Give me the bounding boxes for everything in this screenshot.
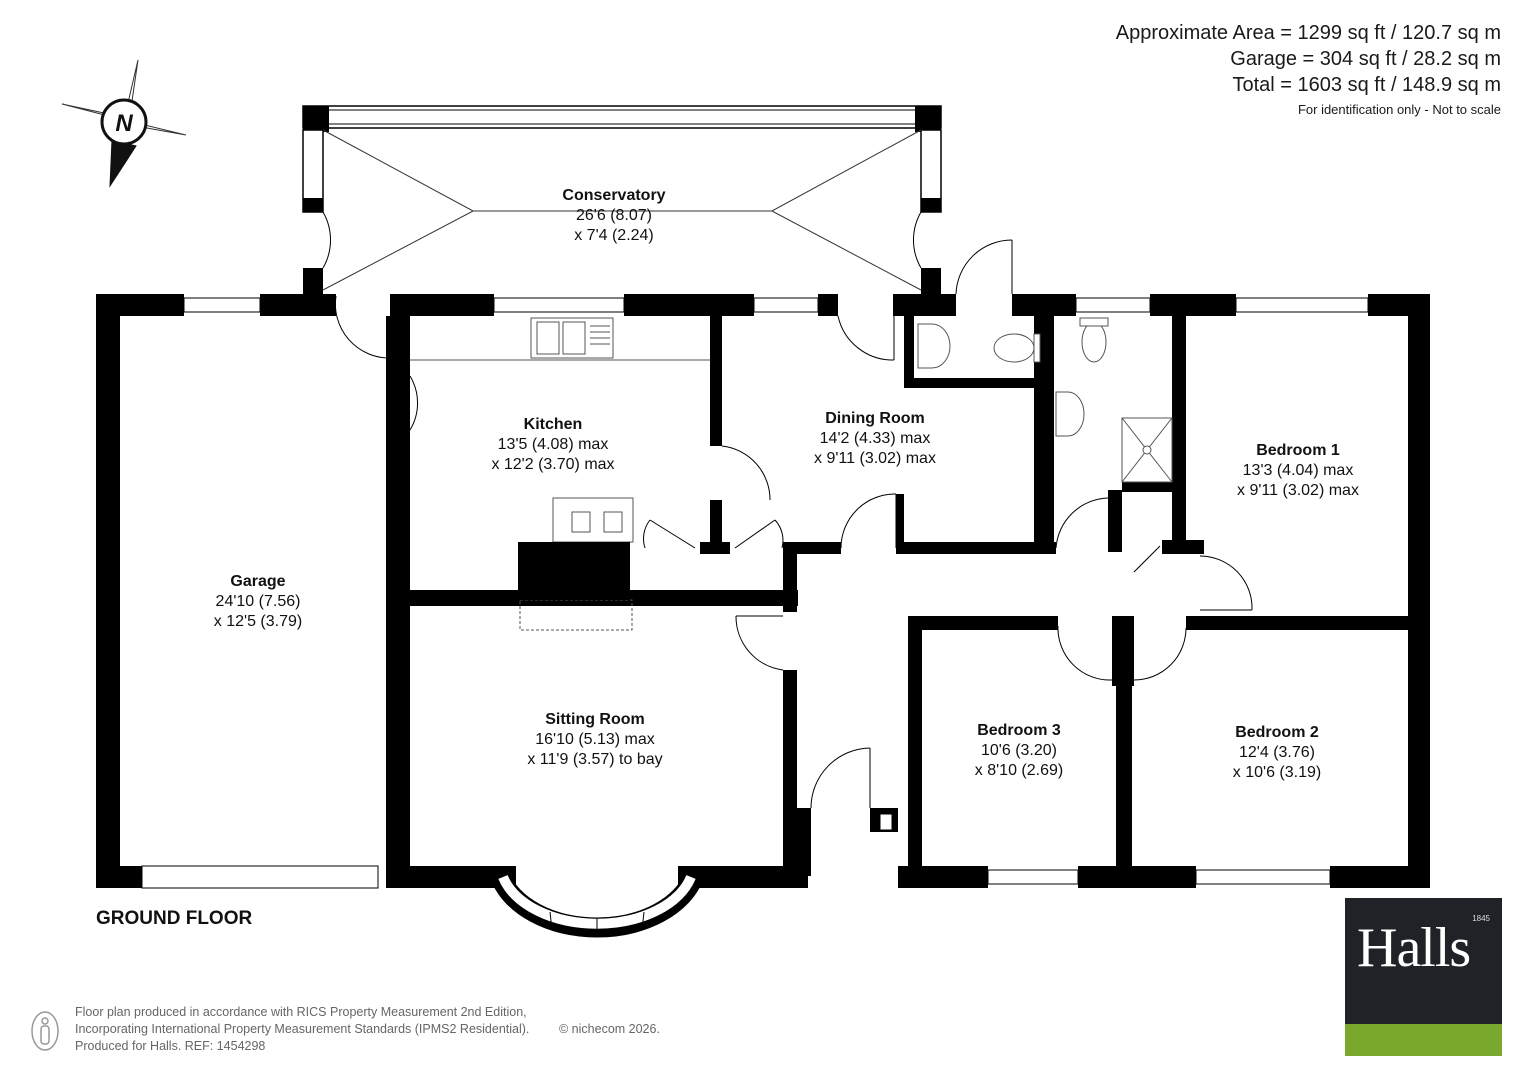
footer-copyright: © nichecom 2026. bbox=[559, 1022, 660, 1036]
person-icon bbox=[31, 1011, 59, 1051]
bedroom2-dim2: x 10'6 (3.19) bbox=[1233, 764, 1321, 781]
bedroom3-dim1: 10'6 (3.20) bbox=[981, 742, 1057, 759]
logo-year: 1845 bbox=[1472, 914, 1490, 923]
footer-line2: Incorporating International Property Mea… bbox=[75, 1022, 530, 1036]
garage-dim1: 24'10 (7.56) bbox=[216, 593, 301, 610]
logo-word: Halls bbox=[1357, 917, 1471, 979]
kitchen-dim1: 13'5 (4.08) max bbox=[498, 436, 609, 453]
footer-line3: Produced for Halls. REF: 1454298 bbox=[75, 1039, 266, 1053]
compass-icon: N bbox=[61, 59, 187, 188]
area-summary: Approximate Area = 1299 sq ft / 120.7 sq… bbox=[1116, 20, 1501, 117]
scale-note: For identification only - Not to scale bbox=[1297, 102, 1501, 117]
total-area: Total = 1603 sq ft / 148.9 sq m bbox=[1232, 74, 1502, 96]
footer-credits: Floor plan produced in accordance with R… bbox=[75, 1004, 660, 1055]
kitchen-dim2: x 12'2 (3.70) max bbox=[491, 456, 614, 473]
conservatory-dim1: 26'6 (8.07) bbox=[576, 207, 652, 224]
bedroom2-name: Bedroom 2 bbox=[1235, 724, 1319, 741]
approx-area: Approximate Area = 1299 sq ft / 120.7 sq… bbox=[1115, 22, 1501, 44]
dining-name: Dining Room bbox=[825, 410, 925, 427]
bedroom1-name: Bedroom 1 bbox=[1256, 442, 1340, 459]
halls-logo: Halls 1845 bbox=[1345, 898, 1502, 1056]
floor-label: GROUND FLOOR bbox=[96, 908, 253, 929]
door-swings bbox=[334, 239, 1253, 809]
garage-dim2: x 12'5 (3.79) bbox=[214, 613, 302, 630]
garage-name: Garage bbox=[230, 573, 285, 590]
sitting-dim1: 16'10 (5.13) max bbox=[535, 731, 655, 748]
compass-letter: N bbox=[115, 110, 133, 137]
dining-dim2: x 9'11 (3.02) max bbox=[814, 450, 936, 467]
garage-area: Garage = 304 sq ft / 28.2 sq m bbox=[1230, 48, 1501, 70]
range-cooker bbox=[518, 542, 630, 600]
bathroom-fixtures bbox=[917, 317, 1173, 483]
logo-green-bar bbox=[1345, 1024, 1502, 1056]
sitting-name: Sitting Room bbox=[545, 711, 645, 728]
windows bbox=[141, 297, 1369, 889]
conservatory-dim2: x 7'4 (2.24) bbox=[574, 227, 654, 244]
footer-line1: Floor plan produced in accordance with R… bbox=[75, 1005, 527, 1019]
bedroom3-dim2: x 8'10 (2.69) bbox=[975, 762, 1063, 779]
kitchen-name: Kitchen bbox=[524, 416, 583, 433]
conservatory-structure bbox=[302, 105, 942, 294]
bay-window bbox=[490, 872, 704, 938]
walls bbox=[96, 294, 1430, 888]
bedroom1-dim2: x 9'11 (3.02) max bbox=[1237, 482, 1359, 499]
dining-dim1: 14'2 (4.33) max bbox=[820, 430, 931, 447]
bedroom2-dim1: 12'4 (3.76) bbox=[1239, 744, 1315, 761]
conservatory-name: Conservatory bbox=[562, 187, 665, 204]
sitting-dim2: x 11'9 (3.57) to bay bbox=[527, 751, 662, 768]
bedroom1-dim1: 13'3 (4.04) max bbox=[1243, 462, 1354, 479]
bedroom3-name: Bedroom 3 bbox=[977, 722, 1061, 739]
